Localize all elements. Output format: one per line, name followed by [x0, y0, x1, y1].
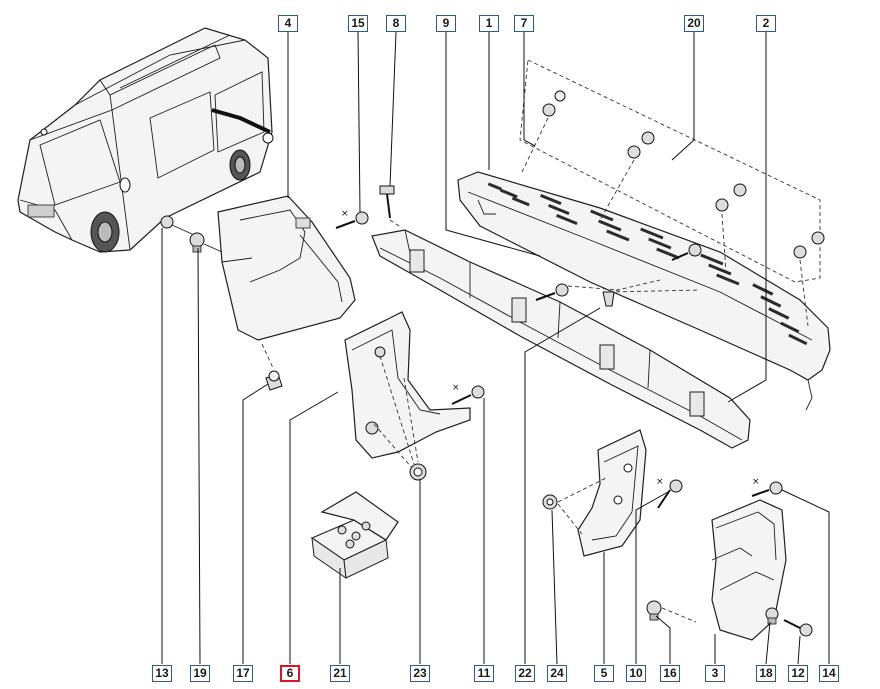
callout-part-6-selected[interactable]: 6	[280, 665, 300, 682]
leader-lines	[161, 31, 830, 665]
screw-15: ×	[335, 209, 369, 229]
part-4-corner-trim	[217, 195, 356, 341]
callout-part-15[interactable]: 15	[348, 15, 368, 32]
part-21-fixing-kit-box	[310, 491, 399, 580]
screw-14: ×	[751, 477, 783, 497]
callout-part-20[interactable]: 20	[684, 15, 704, 32]
part-9-support-frame	[371, 229, 751, 449]
callout-part-5[interactable]: 5	[594, 665, 614, 682]
svg-text:×: ×	[752, 477, 760, 487]
part-5-inner-bracket	[577, 429, 647, 557]
part-6-inner-bracket: ×	[344, 311, 485, 459]
callout-part-16[interactable]: 16	[660, 665, 680, 682]
clip-19	[189, 232, 223, 253]
callout-part-10[interactable]: 10	[626, 665, 646, 682]
callout-part-8[interactable]: 8	[386, 15, 406, 32]
clip-24	[542, 477, 607, 535]
callout-part-23[interactable]: 23	[410, 665, 430, 682]
callout-part-3[interactable]: 3	[705, 665, 725, 682]
step-plate-grille	[487, 182, 808, 346]
callout-part-19[interactable]: 19	[190, 665, 210, 682]
svg-text:×: ×	[656, 477, 664, 487]
svg-text:×: ×	[341, 209, 349, 219]
part-1-step-plate	[457, 171, 831, 411]
callout-part-21[interactable]: 21	[330, 665, 350, 682]
clip-17	[261, 343, 283, 391]
screw-12	[783, 619, 813, 637]
svg-text:×: ×	[452, 383, 460, 393]
callout-part-24[interactable]: 24	[547, 665, 567, 682]
callout-part-7[interactable]: 7	[514, 15, 534, 32]
callout-part-17[interactable]: 17	[233, 665, 253, 682]
callout-part-1[interactable]: 1	[479, 15, 499, 32]
part-3-corner-trim	[711, 499, 787, 641]
van-illustration	[17, 27, 274, 253]
clip-18	[765, 607, 779, 625]
screw-10: ×	[656, 477, 683, 509]
callout-part-18[interactable]: 18	[756, 665, 776, 682]
clip-13	[160, 215, 193, 235]
part-20-clip-set	[519, 59, 825, 327]
callout-part-22[interactable]: 22	[515, 665, 535, 682]
callout-part-11[interactable]: 11	[474, 665, 494, 682]
callout-part-14[interactable]: 14	[819, 665, 839, 682]
clip-23	[373, 355, 427, 481]
screw-22	[535, 243, 702, 307]
callout-part-4[interactable]: 4	[278, 15, 298, 32]
callout-part-12[interactable]: 12	[788, 665, 808, 682]
callout-part-13[interactable]: 13	[152, 665, 172, 682]
screw-8	[379, 185, 403, 229]
callout-part-9[interactable]: 9	[436, 15, 456, 32]
callout-part-2[interactable]: 2	[756, 15, 776, 32]
clip-16	[646, 600, 697, 623]
